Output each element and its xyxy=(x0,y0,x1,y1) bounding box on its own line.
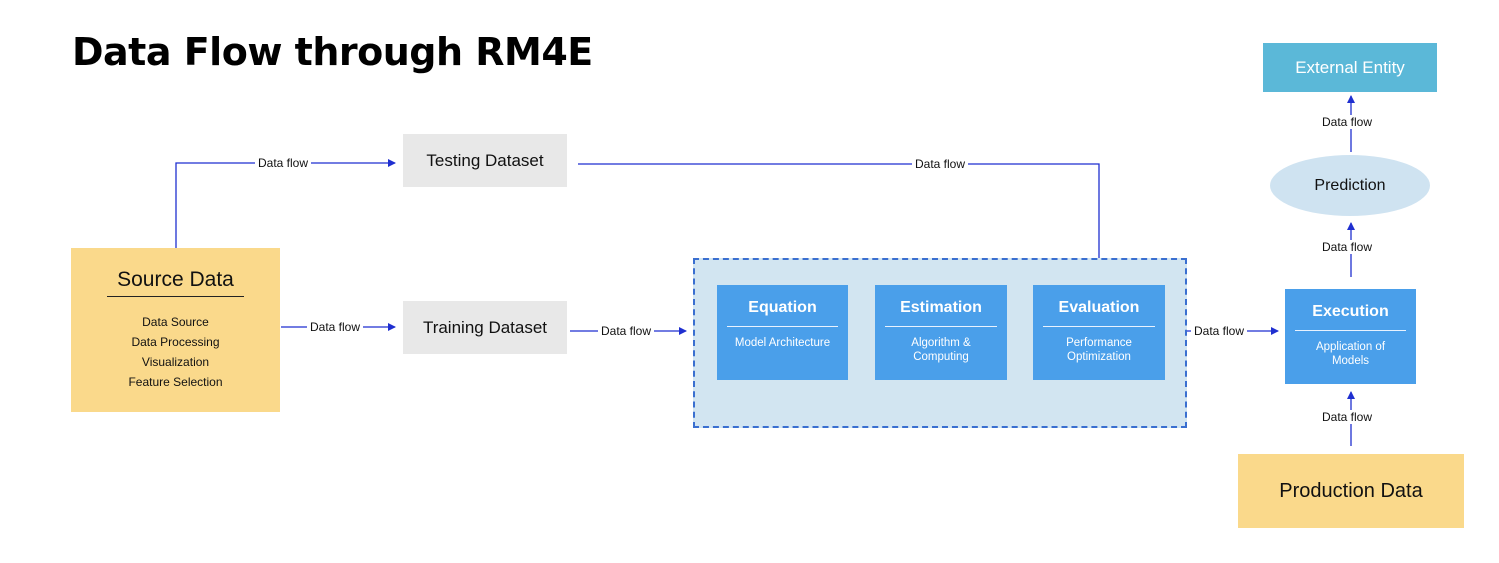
source-data-title: Source Data xyxy=(117,268,234,291)
source-item: Visualization xyxy=(141,355,210,369)
flow-label-source-training: Data flow xyxy=(307,320,364,334)
flow-label-source-testing: Data flow xyxy=(255,156,312,170)
estimation-subtitle: Algorithm & Computing xyxy=(875,336,1007,364)
connector-testing-evaluation xyxy=(578,163,1103,280)
flow-label-evaluation-execution: Data flow xyxy=(1191,324,1248,338)
execution-sub-line: Models xyxy=(1331,355,1370,367)
execution-sub-line: Application of xyxy=(1315,341,1386,353)
evaluation-divider xyxy=(1043,326,1155,327)
estimation-title: Estimation xyxy=(900,299,982,316)
estimation-box: Estimation Algorithm & Computing xyxy=(875,285,1007,380)
external-entity-box: External Entity xyxy=(1263,43,1437,92)
execution-subtitle: Application of Models xyxy=(1285,340,1416,368)
evaluation-subtitle: Performance Optimization xyxy=(1033,336,1165,364)
evaluation-sub-line: Optimization xyxy=(1067,351,1131,363)
flow-label-training-model: Data flow xyxy=(598,324,655,338)
flow-label-prediction-external: Data flow xyxy=(1319,115,1376,129)
training-dataset-box: Training Dataset xyxy=(403,301,567,354)
evaluation-sub-line: Performance xyxy=(1066,337,1132,349)
testing-dataset-box: Testing Dataset xyxy=(403,134,567,187)
equation-title: Equation xyxy=(748,299,817,316)
source-data-underline xyxy=(107,296,244,297)
source-item: Data Processing xyxy=(131,335,220,349)
equation-box: Equation Model Architecture xyxy=(717,285,848,380)
estimation-sub-line: Algorithm & xyxy=(911,337,971,349)
estimation-divider xyxy=(885,326,997,327)
flow-label-testing-evaluation: Data flow xyxy=(912,157,969,171)
source-item: Data Source xyxy=(142,315,209,329)
equation-subtitle: Model Architecture xyxy=(734,337,831,349)
execution-title: Execution xyxy=(1312,303,1389,320)
page-title: Data Flow through RM4E xyxy=(72,30,593,74)
connector-source-testing xyxy=(175,159,396,248)
equation-divider xyxy=(727,326,838,327)
source-data-box: Source Data Data Source Data Processing … xyxy=(71,248,280,412)
flow-label-execution-prediction: Data flow xyxy=(1319,240,1376,254)
estimation-sub-line: Computing xyxy=(913,351,969,363)
prediction-ellipse: Prediction xyxy=(1270,155,1430,216)
execution-divider xyxy=(1295,330,1406,331)
production-data-box: Production Data xyxy=(1238,454,1464,528)
source-item: Feature Selection xyxy=(128,375,223,389)
execution-box: Execution Application of Models xyxy=(1285,289,1416,384)
evaluation-box: Evaluation Performance Optimization xyxy=(1033,285,1165,380)
flow-label-production-execution: Data flow xyxy=(1319,410,1376,424)
evaluation-title: Evaluation xyxy=(1058,299,1140,316)
